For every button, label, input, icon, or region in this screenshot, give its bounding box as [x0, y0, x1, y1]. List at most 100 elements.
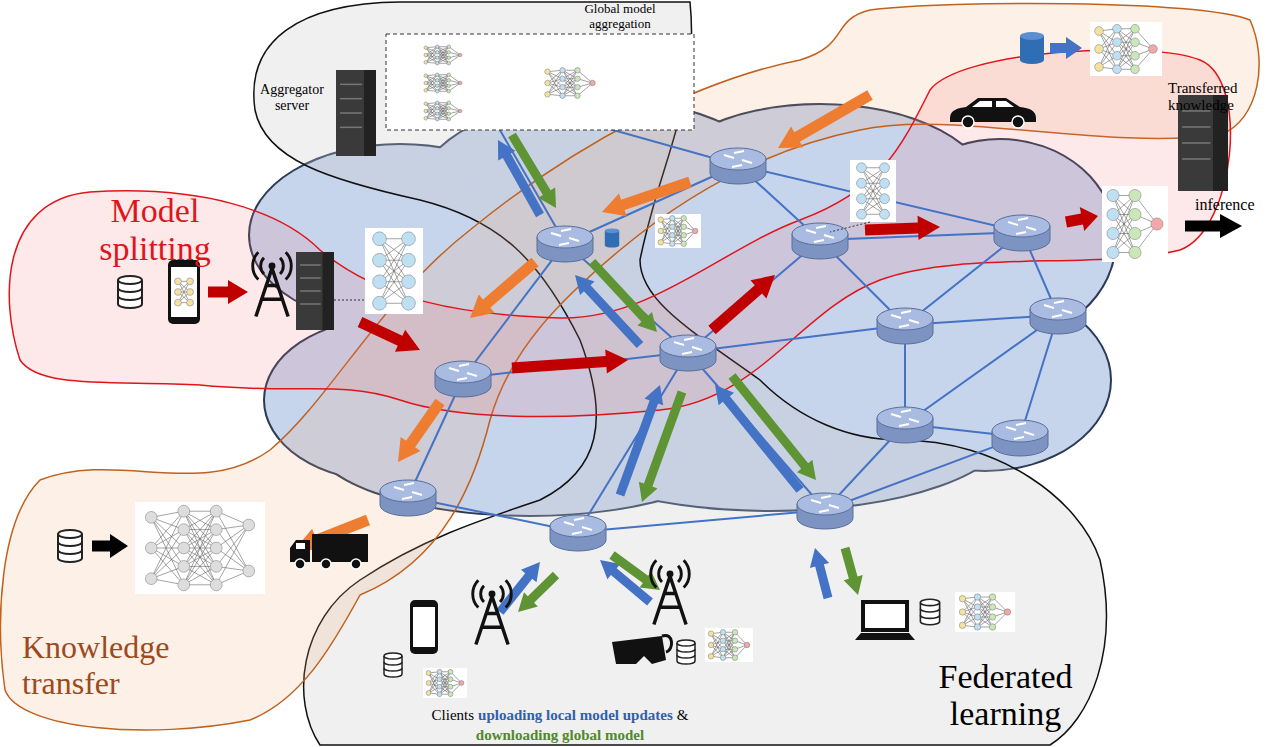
nn-neuron — [1113, 51, 1122, 60]
nn-edge — [216, 511, 249, 571]
nn-neuron — [670, 241, 675, 246]
car-icon — [950, 98, 1036, 128]
nn-neuron — [974, 614, 980, 620]
nn-neuron — [448, 669, 453, 674]
nn-neuron — [658, 217, 663, 222]
nn-neuron — [373, 232, 387, 246]
phone-screen — [171, 267, 197, 317]
server-slot — [300, 264, 321, 266]
nn-neuron — [437, 669, 442, 674]
phone-screen — [413, 607, 435, 647]
knowledge-transfer-region — [1, 3, 1260, 730]
nn-neuron — [1131, 38, 1140, 47]
nn-neuron — [974, 604, 980, 610]
router-icon — [792, 223, 848, 259]
nn-neuron — [1113, 65, 1122, 74]
nn-neuron — [435, 84, 439, 88]
router-top — [537, 226, 593, 248]
router-arrow — [811, 500, 821, 503]
truck-icon — [290, 534, 368, 569]
nn-neuron — [435, 61, 439, 65]
server-slot — [340, 112, 362, 114]
router-icon — [1030, 298, 1086, 334]
nn-neuron — [435, 45, 439, 49]
nn-neuron — [447, 45, 451, 49]
nn-edge — [449, 103, 461, 111]
nn-neuron — [857, 194, 867, 204]
nn-neuron — [1129, 208, 1141, 220]
nn-neuron — [424, 102, 428, 106]
router-arrow — [901, 311, 911, 313]
nn-neuron — [435, 106, 439, 110]
database-icon — [920, 599, 939, 625]
network-link — [688, 352, 825, 510]
leader-line — [334, 300, 365, 301]
nn-neuron — [458, 53, 462, 57]
router-arrow — [1008, 222, 1018, 225]
server-slot — [1182, 126, 1211, 128]
nn-neuron — [447, 112, 451, 116]
nn-neuron — [447, 56, 451, 60]
nn-neuron — [178, 561, 190, 573]
neural-network-icon — [705, 628, 753, 662]
nn-neuron — [560, 93, 565, 98]
nn-edge — [437, 75, 449, 92]
nn-edge — [1117, 29, 1135, 70]
nn-neuron — [459, 681, 464, 686]
tower-top — [667, 570, 674, 577]
nn-neuron — [435, 117, 439, 121]
router-arrow — [459, 364, 469, 366]
nn-neuron — [1113, 38, 1122, 47]
nn-neuron — [880, 194, 890, 204]
flow-arrow — [639, 390, 686, 502]
cell-tower-icon — [253, 252, 292, 316]
router-arrow — [901, 410, 911, 412]
nn-neuron — [974, 594, 980, 600]
nn-edge — [380, 239, 409, 304]
flow-arrow — [841, 547, 863, 595]
router-top — [380, 480, 436, 502]
nn-neuron — [681, 216, 686, 221]
router-arrow — [899, 325, 909, 327]
nn-neuron — [880, 163, 890, 173]
nn-neuron — [447, 106, 451, 110]
nn-neuron — [708, 642, 713, 647]
flow-arrow — [715, 385, 803, 493]
icons — [58, 22, 1228, 698]
database-ring — [920, 609, 939, 612]
nn-neuron — [1131, 65, 1140, 74]
phone-icon — [168, 260, 200, 324]
database-icon — [1020, 32, 1044, 64]
network-link — [688, 240, 820, 352]
router-arrow — [559, 243, 569, 245]
nn-neuron — [448, 684, 453, 689]
tower-top — [269, 262, 276, 269]
nn-neuron — [402, 275, 416, 289]
router-arrow — [891, 414, 901, 417]
nn-neuron — [458, 109, 462, 113]
router-arrow — [457, 378, 467, 380]
neural-network-icon — [1102, 186, 1168, 262]
router-arrow — [742, 160, 752, 163]
router-arrow — [824, 235, 834, 238]
nn-edge — [151, 530, 184, 579]
nn-neuron — [974, 624, 980, 630]
router-arrow — [1014, 437, 1024, 439]
neural-network-icon — [420, 44, 466, 66]
nn-neuron — [447, 78, 451, 82]
router-top — [877, 407, 933, 429]
database-ring — [118, 296, 142, 300]
nn-neuron — [447, 50, 451, 54]
region-title: Knowledge transfer — [22, 630, 222, 702]
nn-neuron — [243, 519, 255, 531]
tower-wave — [253, 252, 259, 279]
flow-arrow — [708, 275, 775, 334]
router-arrow — [1024, 432, 1034, 435]
vr-strap — [662, 635, 672, 652]
nn-neuron — [732, 647, 737, 652]
router-icon — [550, 515, 606, 551]
caption-part: downloading global model — [476, 727, 644, 743]
nn-neuron — [1151, 218, 1163, 230]
router-icon — [435, 361, 491, 397]
neural-network-icon — [420, 100, 466, 122]
